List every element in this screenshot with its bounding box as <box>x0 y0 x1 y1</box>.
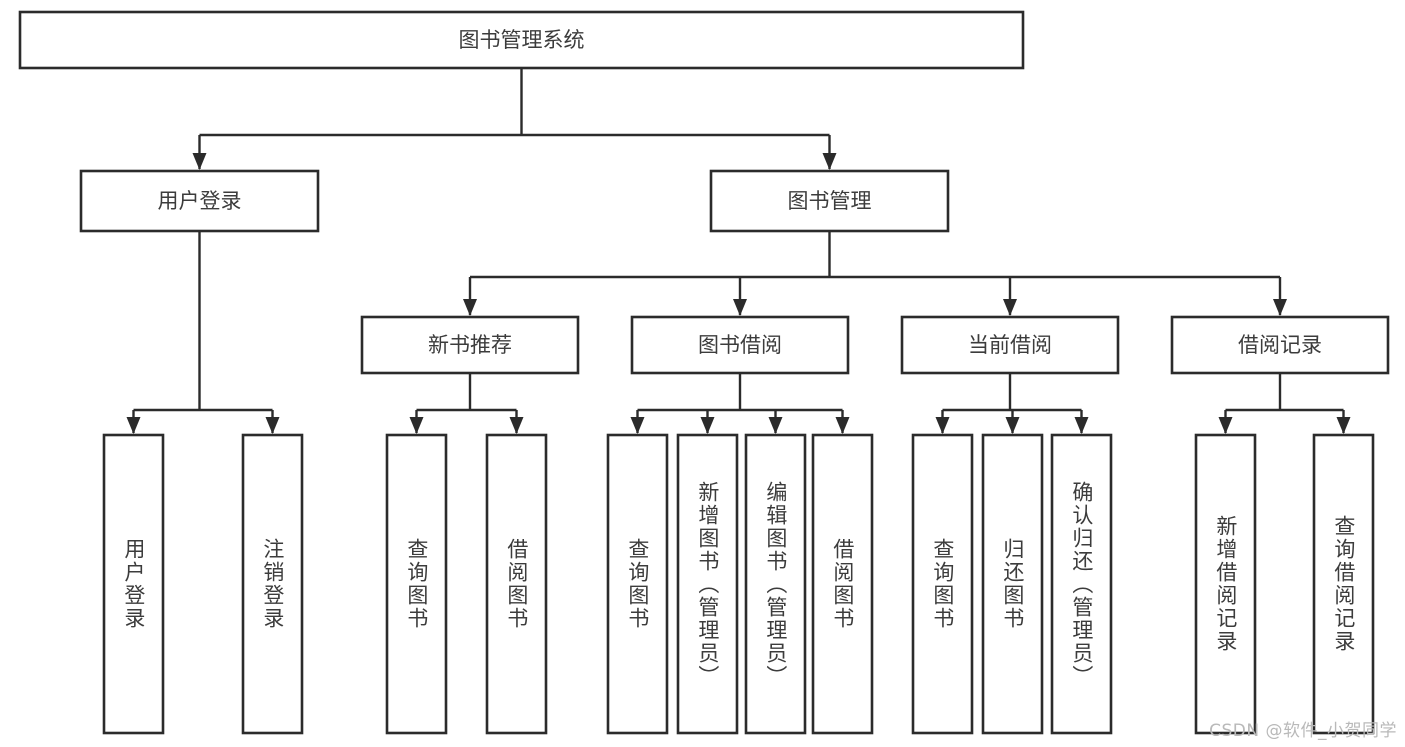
arrow-head-icon <box>630 417 645 434</box>
node-label-root: 图书管理系统 <box>459 28 585 52</box>
leaf-box-leaf-user-login[interactable] <box>102 433 165 735</box>
node-box-current-borrow[interactable] <box>900 315 1120 375</box>
arrow-head-icon <box>1005 417 1020 434</box>
arrow-head-icon <box>1218 417 1233 434</box>
node-label-new-book-rec: 新书推荐 <box>428 333 512 357</box>
arrow-head-icon <box>126 417 141 434</box>
leaf-box-leaf-query-book-2[interactable] <box>606 433 669 735</box>
node-label-book-manage: 图书管理 <box>788 189 872 213</box>
leaf-box-leaf-borrow-book-1[interactable] <box>485 433 548 735</box>
node-box-new-book-rec[interactable] <box>360 315 580 375</box>
leaf-box-leaf-return-book[interactable] <box>981 433 1044 735</box>
arrow-head-icon <box>265 417 280 434</box>
arrow-head-icon <box>1074 417 1089 434</box>
arrow-head-icon <box>192 153 207 170</box>
arrow-head-icon <box>935 417 950 434</box>
arrow-head-icon <box>768 417 783 434</box>
node-box-borrow-record[interactable] <box>1170 315 1390 375</box>
node-label-user-login: 用户登录 <box>158 189 242 213</box>
arrow-head-icon <box>700 417 715 434</box>
leaf-box-leaf-user-logout[interactable] <box>241 433 304 735</box>
arrow-head-icon <box>463 299 477 316</box>
leaf-box-leaf-borrow-book-2[interactable] <box>811 433 874 735</box>
arrow-head-icon <box>509 417 524 434</box>
arrow-head-icon <box>1003 299 1017 316</box>
node-label-current-borrow: 当前借阅 <box>968 333 1052 357</box>
node-box-book-manage[interactable] <box>709 169 950 233</box>
node-box-root[interactable] <box>18 10 1025 70</box>
arrow-head-icon <box>822 153 837 170</box>
leaf-box-leaf-add-book[interactable] <box>676 433 739 735</box>
leaf-box-leaf-query-book-1[interactable] <box>385 433 448 735</box>
arrow-head-icon <box>1273 299 1287 316</box>
node-label-borrow-record: 借阅记录 <box>1238 333 1322 357</box>
leaf-box-leaf-confirm-return[interactable] <box>1050 433 1113 735</box>
node-box-user-login[interactable] <box>79 169 320 233</box>
watermark: CSDN @软件_小贺同学 <box>1209 721 1397 741</box>
connectors-layer <box>126 68 1351 434</box>
node-label-book-borrow: 图书借阅 <box>698 333 782 357</box>
boxes-layer <box>18 10 1390 735</box>
arrow-head-icon <box>835 417 850 434</box>
node-box-book-borrow[interactable] <box>630 315 850 375</box>
leaf-box-leaf-add-record[interactable] <box>1194 433 1257 735</box>
leaf-box-leaf-query-record[interactable] <box>1312 433 1375 735</box>
arrow-head-icon <box>1336 417 1351 434</box>
arrow-head-icon <box>733 299 747 316</box>
arrow-head-icon <box>409 417 424 434</box>
leaf-box-leaf-query-book-3[interactable] <box>911 433 974 735</box>
leaf-box-leaf-edit-book[interactable] <box>744 433 807 735</box>
